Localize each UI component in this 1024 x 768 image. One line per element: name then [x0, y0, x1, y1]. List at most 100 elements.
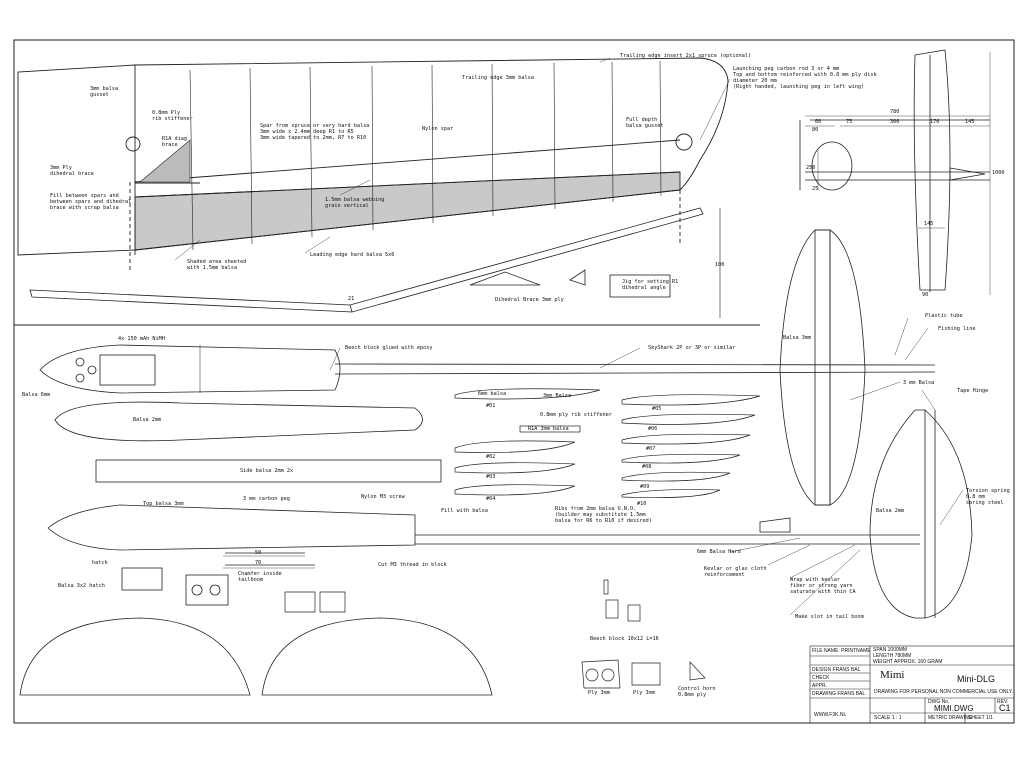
- tb-appr: APPR.: [812, 683, 828, 689]
- rib-id-07: #07: [646, 446, 656, 452]
- tb-subtitle: Mini-DLG: [957, 674, 996, 684]
- rib-id-02: #02: [486, 454, 496, 460]
- hatch-label: hatch: [92, 560, 108, 566]
- wrap-label: Wrap with kevlar fiber or strong yarn sa…: [790, 577, 856, 595]
- balsa-profile: [54, 401, 423, 442]
- skyshark-label: SkyShark 2P or 3P or similar: [648, 345, 736, 351]
- tb-rev: C1: [999, 703, 1011, 713]
- tb-scale: SCALE 1 : 1: [874, 715, 902, 721]
- dim-60: 60: [815, 119, 822, 125]
- rib-id-08: #08: [642, 464, 652, 470]
- dim-25: 25: [812, 186, 819, 192]
- nylon-screw-label: Nylon M3 screw: [361, 494, 405, 500]
- tb-length: LENGTH 780MM: [873, 653, 912, 659]
- spar-note-label: Spar from spruce or very hard balsa 3mm …: [260, 123, 370, 141]
- tb-dwg-no-label: DWG No.: [928, 699, 950, 705]
- tb-title: Mimi: [880, 669, 905, 681]
- ribs-3mm-label: 3mm Balsa: [543, 393, 572, 399]
- wing-tip-right: [261, 617, 493, 696]
- ply-rib-stiffener-label: 0.8mm Ply rib stiffener: [152, 110, 193, 122]
- rib-id-01: #01: [486, 403, 496, 409]
- balsa-hard-label: 6mm Balsa Hard: [697, 549, 741, 555]
- dim-80: 80: [812, 127, 819, 133]
- balsa-2mm-label: Balsa 2mm: [133, 417, 162, 423]
- tb-website: WWW.F3K.NL: [814, 712, 847, 718]
- slot-label: Make slot in tail boom: [795, 614, 864, 620]
- launching-peg-label: Launching peg carbon rod 3 or 4 mm Top a…: [733, 66, 877, 90]
- top-balsa-label: Top balsa 3mm: [143, 501, 184, 507]
- plastic-tube-label: Plastic tube: [925, 313, 963, 319]
- fuselage-side-view: [39, 344, 936, 394]
- dim-90: 90: [922, 292, 929, 298]
- balsa-hatch-label: Balsa 3x2 hatch: [58, 583, 105, 589]
- rib-id-03: #03: [486, 474, 496, 480]
- title-block-frame: [809, 645, 1015, 724]
- dihedral-brace-label: 3mm Ply dihedral brace: [50, 165, 94, 177]
- tb-span: SPAN 1000MM: [873, 647, 908, 653]
- dim-50: 50: [255, 550, 262, 556]
- rib-id-09: #09: [640, 484, 650, 490]
- ribs-note-label: Ribs from 2mm balsa U.N.O. (builder may …: [555, 506, 652, 524]
- chamfer-label: Chamfer inside tailboom: [238, 571, 282, 583]
- dim-145: 145: [965, 119, 975, 125]
- shaded-sheeted-label: Shaded area sheeted with 1.5mm balsa: [187, 259, 247, 271]
- tb-design: DESIGN FRANS BAL: [812, 667, 861, 673]
- kevlar-label: Kevlar or glas cloth reinforcement: [704, 566, 767, 578]
- control-horn-label: Control horn 0.8mm ply: [678, 686, 716, 698]
- balsa-6mm-label: Balsa 6mm: [22, 392, 51, 398]
- dim-250: 250: [806, 165, 816, 171]
- r1a-label: R1A 3mm balsa: [528, 426, 569, 432]
- tail-surfaces: [759, 229, 973, 619]
- bottom-parts: [581, 659, 706, 689]
- balsa-3mm-fin-label: 3 mm Balsa: [903, 380, 935, 386]
- sheet-border: [13, 39, 1015, 724]
- dim-145b: 145: [924, 221, 934, 227]
- side-balsa-strip: [95, 459, 442, 483]
- tb-rev-label: REV.: [997, 699, 1009, 705]
- dim-21: 21: [348, 296, 355, 302]
- wing-plan: [17, 57, 729, 270]
- ply-3mm-b-label: Ply 3mm: [633, 690, 655, 696]
- jig-note-label: Jig for setting R1 dihedral angle: [622, 279, 679, 291]
- dim-170: 170: [930, 119, 940, 125]
- sheeted-area: [134, 171, 681, 251]
- tb-sheet: SHEET 1/1: [968, 715, 993, 721]
- rib-id-10: #10: [637, 501, 647, 507]
- leader-lines: [174, 57, 964, 616]
- lower-fuselage: [47, 504, 920, 606]
- balsa-gusset-label: 3mm balsa gusset: [90, 86, 119, 98]
- dim-70: 70: [255, 560, 262, 566]
- le-hard-label: Leading edge hard balsa 5x6: [310, 252, 395, 258]
- webbing-label: 1.5mm balsa webbing grain vertical: [325, 197, 385, 209]
- rib-id-04: #04: [486, 496, 496, 502]
- rib-id-05: #05: [652, 406, 662, 412]
- tb-drawing: DRAWING FRANS BAL: [812, 691, 866, 697]
- nimh-label: 4x 150 mAh NiMH: [118, 336, 165, 342]
- dim-100: 100: [715, 262, 725, 268]
- tb-file-name: FILE NAME: PRINTNAME: [812, 648, 871, 654]
- te-insert-label: Trailing edge insert 2x1 spruce (optiona…: [620, 53, 752, 59]
- beech-glued-label: Beech block glued with epoxy: [345, 345, 433, 351]
- dihedral-brace-ply-label: Dihedral Brace 3mm ply: [495, 297, 564, 303]
- tape-hinge-label: Tape Hinge: [957, 388, 989, 394]
- fill-balsa-label: Fill with balsa: [441, 508, 488, 514]
- rib-stiffener-label: 0.8mm ply rib stiffener: [540, 412, 612, 418]
- ribs-6mm-label: 6mm balsa: [478, 391, 507, 397]
- tb-weight: WEIGHT APPROX. 160 GRAM: [873, 659, 943, 665]
- rib-id-06: #06: [648, 426, 658, 432]
- rib-profiles: [454, 388, 761, 499]
- dim-780: 780: [890, 109, 900, 115]
- balsa-2mm-fin-label: Balsa 2mm: [876, 508, 905, 514]
- side-balsa-label: Side balsa 2mm 2x: [240, 468, 294, 474]
- dim-1000: 1000: [992, 170, 1005, 176]
- tb-check: CHECK: [812, 675, 830, 681]
- nylon-spar-label: Nylon spar: [422, 126, 454, 132]
- dim-300: 300: [890, 119, 900, 125]
- r1a-diag-label: R1A diag brace: [162, 136, 187, 148]
- fishing-line-label: Fishing line: [938, 326, 976, 332]
- dihedral-view: [29, 207, 704, 313]
- carbon-peg-label: 3 mm carbon peg: [243, 496, 290, 502]
- dim-75: 75: [846, 119, 853, 125]
- torsion-spring-label: Torsion spring 0.8 mm spring steel: [966, 488, 1010, 506]
